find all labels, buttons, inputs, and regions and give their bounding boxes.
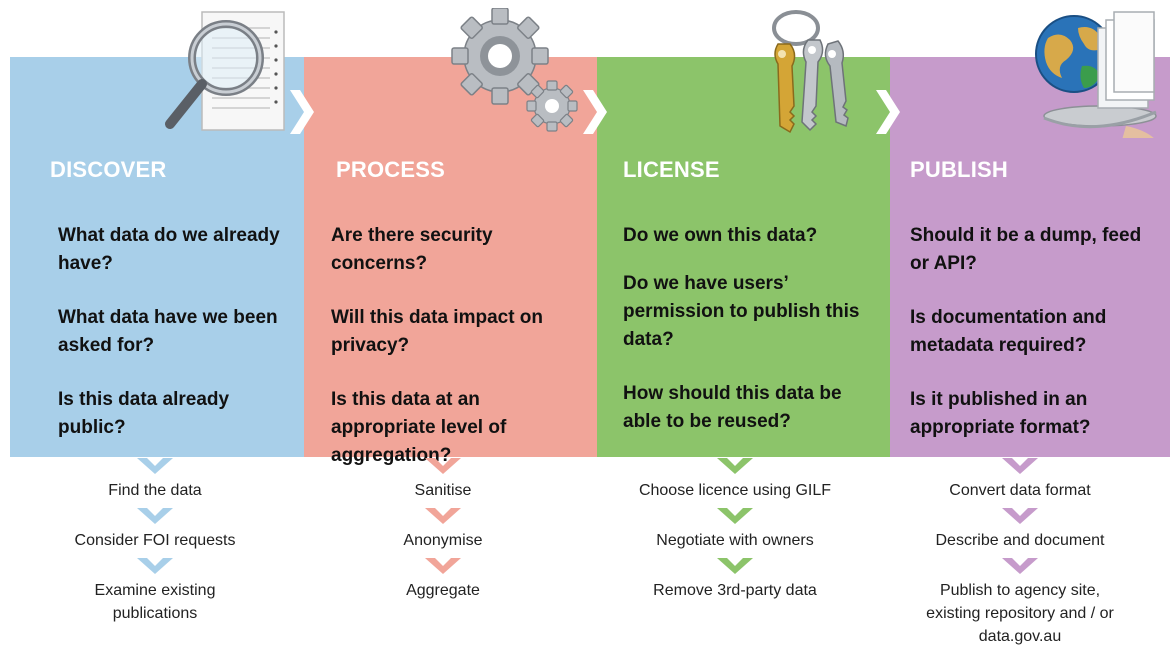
keys-icon (772, 10, 849, 134)
question: What data have we been asked for? (58, 307, 278, 356)
column-title-license: LICENSE (623, 157, 720, 182)
chevron-down-icon (717, 458, 753, 474)
step-item: Negotiate with owners (656, 532, 814, 549)
chevron-down-icon (1002, 508, 1038, 524)
step-item: Remove 3rd-party data (653, 582, 817, 599)
step-item: Consider FOI requests (74, 532, 236, 549)
step-item: Choose licence using GILF (638, 482, 832, 499)
column-title-discover: DISCOVER (50, 157, 167, 182)
chevron-down-icon (425, 508, 461, 524)
column-title-process: PROCESS (336, 157, 445, 182)
question: Are there security concerns? (331, 225, 493, 274)
question: Will this data impact on privacy? (331, 307, 544, 356)
step-item: Aggregate (406, 582, 480, 599)
step-item: Publish to agency site, existing reposit… (926, 582, 1114, 645)
chevron-right-icon (876, 90, 900, 134)
chevron-down-icon (1002, 558, 1038, 574)
steps-process: Sanitise Anonymise Aggregate (298, 458, 588, 608)
questions-discover: What data do we already have? What data … (58, 222, 288, 468)
chevron-right-icon (583, 90, 607, 134)
question: Is documentation and metadata required? (910, 307, 1107, 356)
question: Is this data at an appropriate level of … (331, 389, 507, 466)
chevron-down-icon (717, 508, 753, 524)
chevron-down-icon (425, 458, 461, 474)
chevron-down-icon (717, 558, 753, 574)
question: Do we own this data? (623, 225, 818, 246)
question: How should this data be able to be reuse… (623, 383, 842, 432)
chevron-down-icon (137, 458, 173, 474)
questions-publish: Should it be a dump, feed or API? Is doc… (910, 222, 1155, 468)
question: Is it published in an appropriate format… (910, 389, 1091, 438)
step-item: Sanitise (414, 482, 472, 499)
magnifier-icon (165, 11, 285, 131)
step-item: Describe and document (935, 532, 1105, 549)
step-item: Examine existing publications (94, 582, 216, 622)
chevron-down-icon (137, 508, 173, 524)
question: What data do we already have? (58, 225, 280, 274)
steps-publish: Convert data format Describe and documen… (875, 458, 1165, 654)
question: Should it be a dump, feed or API? (910, 225, 1142, 274)
steps-discover: Find the data Consider FOI requests Exam… (10, 458, 300, 631)
step-item: Find the data (108, 482, 202, 499)
globe-icon (1035, 11, 1157, 138)
questions-license: Do we own this data? Do we have users’ p… (623, 222, 863, 462)
column-license: LICENSE Do we own this data? Do we have … (597, 57, 890, 457)
question: Do we have users’ permission to publish … (623, 273, 860, 350)
step-item: Anonymise (403, 532, 483, 549)
chevron-right-icon (290, 90, 314, 134)
column-title-publish: PUBLISH (910, 157, 1008, 182)
question: Is this data already public? (58, 389, 230, 438)
step-item: Convert data format (949, 482, 1091, 499)
questions-process: Are there security concerns? Will this d… (331, 222, 561, 496)
chevron-down-icon (1002, 458, 1038, 474)
chevron-down-icon (425, 558, 461, 574)
gear-icon (451, 8, 578, 132)
steps-license: Choose licence using GILF Negotiate with… (590, 458, 880, 608)
chevron-down-icon (137, 558, 173, 574)
